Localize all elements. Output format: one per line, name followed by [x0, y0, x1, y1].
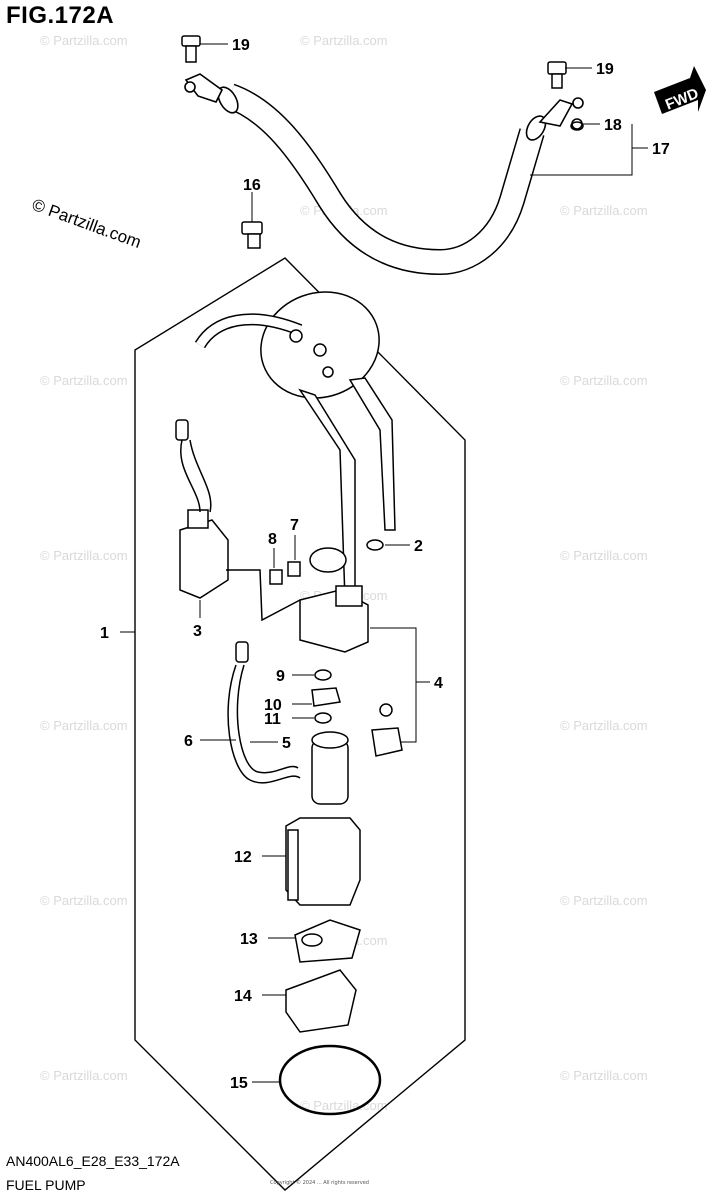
footer-fine-print: Copyright © 2024 ... All rights reserved	[270, 1180, 369, 1186]
callout-14: 14	[234, 988, 252, 1005]
callout-8: 8	[268, 531, 277, 548]
callout-4: 4	[434, 675, 443, 692]
watermark: © Partzilla.com	[40, 1068, 128, 1083]
callout-13: 13	[240, 931, 258, 948]
callout-6: 6	[184, 733, 193, 750]
callout-7: 7	[290, 517, 299, 534]
model-code: AN400AL6_E28_E33_172A	[6, 1153, 180, 1169]
watermark: © Partzilla.com	[40, 33, 128, 48]
callout-16: 16	[243, 177, 261, 194]
gasket-ring	[278, 1044, 382, 1116]
watermark: © Partzilla.com	[560, 373, 648, 388]
callout-10: 10	[264, 697, 282, 714]
fuel-hose-assembly	[184, 73, 584, 276]
watermark: © Partzilla.com	[40, 548, 128, 563]
pump-flange	[194, 291, 396, 601]
pump-holder	[285, 817, 361, 906]
bolt-icon	[181, 35, 567, 89]
fuel-pressure-regulator	[299, 547, 403, 757]
leader-lines	[120, 43, 648, 1083]
watermark: © Partzilla.com	[40, 893, 128, 908]
assembly-outline	[134, 257, 466, 1191]
watermark: © Partzilla.com	[40, 718, 128, 733]
callout-5: 5	[282, 735, 291, 752]
fwd-arrow-icon: FWD	[654, 66, 706, 114]
watermark: © Partzilla.com	[40, 373, 128, 388]
watermark: © Partzilla.com	[560, 718, 648, 733]
o-ring-icon	[314, 121, 584, 724]
watermark: © Partzilla.com	[560, 548, 648, 563]
callout-11: 11	[264, 711, 281, 728]
watermark: © Partzilla.com	[300, 1098, 388, 1113]
callout-2: 2	[414, 538, 423, 555]
callout-1: 1	[100, 625, 109, 642]
watermark: © Partzilla.com	[560, 893, 648, 908]
callout-9: 9	[276, 668, 285, 685]
filter-cover	[285, 969, 357, 1033]
screw-icon	[269, 561, 301, 585]
figure-title: FIG.172A	[6, 2, 115, 29]
fuel-pump-motor	[311, 731, 349, 805]
callout-12: 12	[234, 849, 252, 866]
callout-18: 18	[604, 117, 622, 134]
fuel-filter	[294, 919, 361, 963]
callout-17: 17	[652, 141, 670, 158]
figure-name: FUEL PUMP	[6, 1177, 86, 1193]
callout-labels: 19 19 18 17 16 1 2 3 4 5 6 7 8 9 10 11 1…	[100, 37, 670, 1092]
callout-19: 19	[596, 61, 614, 78]
watermark: © Partzilla.com	[560, 203, 648, 218]
watermark: © Partzilla.com	[300, 33, 388, 48]
fuel-fitting	[311, 687, 341, 707]
wire-harness	[227, 641, 301, 784]
callout-15: 15	[230, 1075, 248, 1092]
callout-19: 19	[232, 37, 250, 54]
watermark: © Partzilla.com	[560, 1068, 648, 1083]
fuel-level-sender	[175, 419, 301, 622]
bolt-icon	[241, 221, 263, 249]
callout-3: 3	[193, 623, 202, 640]
